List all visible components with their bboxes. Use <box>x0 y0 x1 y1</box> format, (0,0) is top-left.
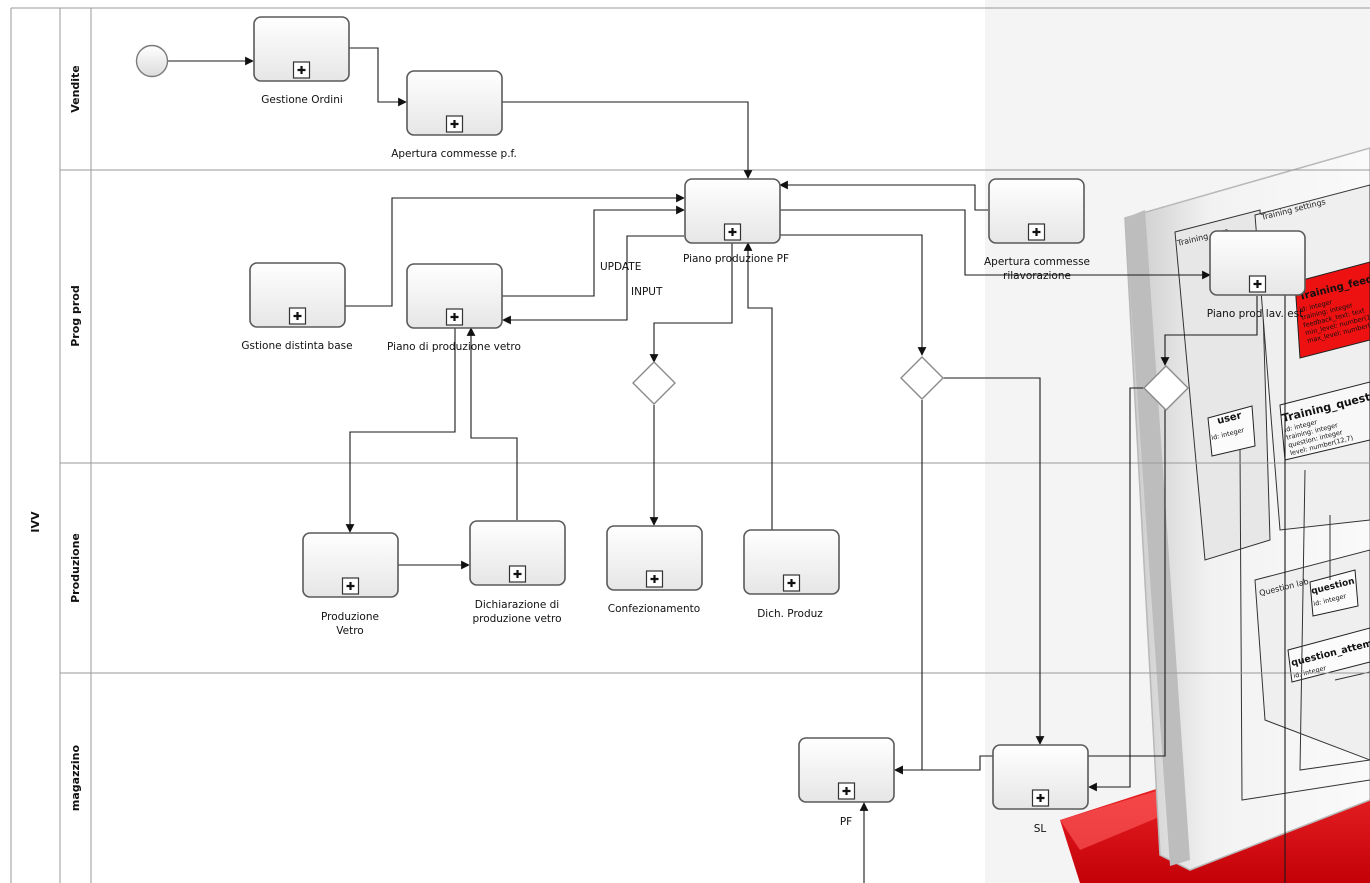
subprocess-plus-icon[interactable] <box>723 223 742 241</box>
task-label: SL <box>1034 823 1047 835</box>
flow-distinta-to-piano-pf <box>345 193 685 307</box>
task-label: Piano di produzione vetro <box>387 341 521 353</box>
flow-lav-est-to-gateway3 <box>1160 296 1258 366</box>
task-box[interactable] <box>406 70 503 136</box>
lane-label-prog-prod: Prog prod <box>69 285 82 346</box>
task-box[interactable] <box>684 178 781 244</box>
task-apertura-commesse-rilavorazione[interactable]: Apertura commesse rilavorazione <box>984 178 1090 282</box>
task-label: Gstione distinta base <box>241 340 352 352</box>
task-piano-produzione-pf[interactable]: Piano produzione PF <box>683 178 789 265</box>
table-question-attempts <box>1287 627 1370 683</box>
task-box[interactable] <box>253 16 350 82</box>
flow-rilavorazione-to-piano-pf <box>779 180 988 211</box>
task-piano-produzione-vetro[interactable]: Piano di produzione vetro <box>387 263 521 353</box>
subprocess-plus-icon[interactable] <box>782 574 801 592</box>
lane-label-produzione: Produzione <box>69 533 82 603</box>
subprocess-plus-icon[interactable] <box>288 307 307 325</box>
subprocess-plus-icon[interactable] <box>837 782 856 800</box>
task-label: Produzione <box>321 611 379 623</box>
flow-piano-pf-to-gateway2 <box>780 234 927 356</box>
flow-gateway3-to-sl <box>1088 387 1145 792</box>
flow-gateway3-to-pf <box>894 408 1166 775</box>
task-label: Dichiarazione di <box>475 599 559 611</box>
subprocess-plus-icon[interactable] <box>1031 789 1050 807</box>
flow-dich-produz-to-piano-pf <box>743 242 773 530</box>
lane-label-vendite: Vendite <box>69 65 82 113</box>
subprocess-plus-icon[interactable] <box>645 570 664 588</box>
pool: IVV Vendite Prog prod Produzione magazzi… <box>10 7 1370 883</box>
flow-piano-vetro-to-produzione <box>345 328 456 533</box>
flow-label-update: UPDATE <box>600 261 641 273</box>
subprocess-plus-icon[interactable] <box>445 308 464 326</box>
flow-dichiarazione-to-piano-vetro <box>466 327 518 520</box>
task-box[interactable] <box>743 529 840 595</box>
task-box[interactable] <box>1209 230 1306 296</box>
task-gestione-ordini[interactable]: Gestione Ordini <box>253 16 350 106</box>
task-label: rilavorazione <box>1003 270 1071 282</box>
task-box[interactable] <box>798 737 895 803</box>
task-label: Dich. Produz <box>757 608 823 620</box>
flow-gateway2-to-sl <box>943 377 1045 745</box>
subprocess-plus-icon[interactable] <box>1027 223 1046 241</box>
pool-label: IVV <box>29 511 42 533</box>
flow-piano-pf-to-gateway1 <box>649 243 733 363</box>
flow-gateway2-to-pf <box>894 400 923 775</box>
task-label: Apertura commesse p.f. <box>391 148 517 160</box>
table-training-question <box>1279 381 1370 461</box>
subprocess-plus-icon[interactable] <box>445 115 464 133</box>
task-box[interactable] <box>302 532 399 598</box>
flow-ordini-to-apertura <box>349 47 407 107</box>
task-confezionamento[interactable]: Confezionamento <box>606 525 703 615</box>
lane-label-magazzino: magazzino <box>69 744 82 811</box>
subprocess-plus-icon[interactable] <box>292 61 311 79</box>
gateway-1[interactable] <box>632 361 676 405</box>
task-label: Gestione Ordini <box>261 94 343 106</box>
flow-input <box>502 235 684 325</box>
task-box[interactable] <box>249 262 346 328</box>
subprocess-plus-icon[interactable] <box>341 577 360 595</box>
overlay-3d-schema-image: Training_core Training settings Question… <box>985 0 1370 883</box>
task-gestione-distinta-base[interactable]: Gstione distinta base <box>241 262 353 352</box>
task-sl[interactable]: SL <box>992 744 1089 835</box>
task-label: Vetro <box>336 625 363 637</box>
task-dichiarazione-produzione-vetro[interactable]: Dichiarazione di produzione vetro <box>469 520 566 625</box>
task-box[interactable] <box>992 744 1089 810</box>
task-apertura-commesse-pf[interactable]: Apertura commesse p.f. <box>391 70 517 160</box>
gateway-3[interactable] <box>1143 365 1189 411</box>
table-question <box>1309 569 1359 617</box>
subprocess-plus-icon[interactable] <box>508 565 527 583</box>
task-box[interactable] <box>606 525 703 591</box>
task-label: Piano produzione PF <box>683 253 789 265</box>
flow-piano-pf-to-lav-est <box>780 209 1211 280</box>
task-box[interactable] <box>469 520 566 586</box>
sequence-flows <box>168 47 1290 883</box>
task-label: produzione vetro <box>472 613 561 625</box>
task-pf[interactable]: PF <box>798 737 895 828</box>
flow-apertura-to-piano-pf <box>502 101 753 179</box>
flow-update <box>502 205 685 297</box>
table-training-feedback <box>1294 261 1370 359</box>
task-label: Confezionamento <box>608 603 700 615</box>
task-box[interactable] <box>988 178 1085 244</box>
gateway-2[interactable] <box>900 356 944 400</box>
task-dich-produz[interactable]: Dich. Produz <box>743 529 840 620</box>
task-label: PF <box>840 816 852 828</box>
task-box[interactable] <box>406 263 503 329</box>
subprocess-plus-icon[interactable] <box>1248 275 1267 293</box>
task-label: Piano prod lav. est <box>1207 308 1304 320</box>
start-event[interactable] <box>135 44 169 78</box>
flow-label-input: INPUT <box>631 286 663 298</box>
table-user <box>1207 405 1256 457</box>
task-piano-prod-lav-est[interactable]: Piano prod lav. est <box>1207 230 1306 320</box>
task-label: Apertura commesse <box>984 256 1090 268</box>
